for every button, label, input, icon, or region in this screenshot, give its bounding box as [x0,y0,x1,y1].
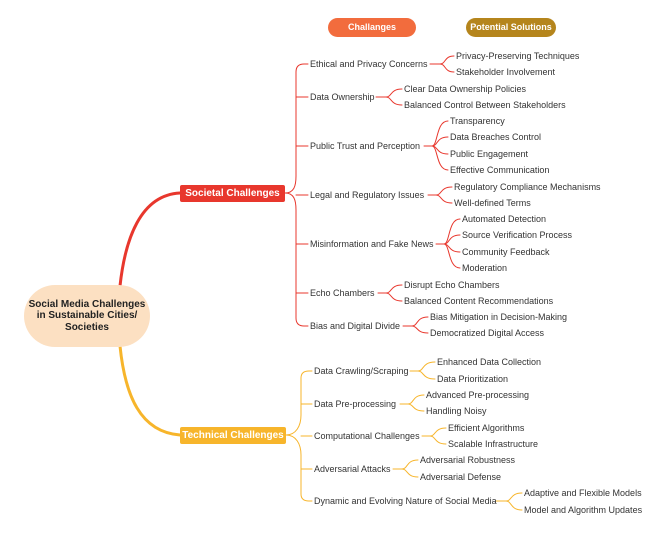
solution-adaptive-models[interactable]: Adaptive and Flexible Models [524,488,642,498]
solution-well-defined-terms[interactable]: Well-defined Terms [454,198,531,208]
connector-root-societal [118,191,182,288]
connector-preprocessing-leaf [407,394,425,405]
challenge-data-ownership[interactable]: Data Ownership [310,92,375,102]
connector-trust-leaf [431,120,449,147]
challenge-adversarial-attacks[interactable]: Adversarial Attacks [314,464,391,474]
branch-societal-challenges[interactable]: Societal Challenges [180,185,285,202]
legend-challenges: Challanges [328,18,416,37]
solution-adversarial-defense[interactable]: Adversarial Defense [420,472,502,482]
solution-automated-detection[interactable]: Automated Detection [462,214,547,224]
solution-advanced-preprocessing[interactable]: Advanced Pre-processing [426,390,530,400]
challenge-legal-regulatory[interactable]: Legal and Regulatory Issues [310,190,425,200]
solution-balanced-control[interactable]: Balanced Control Between Stakeholders [404,100,566,110]
solution-bias-mitigation[interactable]: Bias Mitigation in Decision-Making [430,312,568,322]
solution-effective-communication[interactable]: Effective Communication [450,165,550,175]
connector-technical-spine-down [285,434,313,502]
solution-clear-ownership-policies[interactable]: Clear Data Ownership Policies [404,84,527,94]
connector-societal-spine-down [284,192,309,327]
connector-computational-leaf [429,435,447,445]
connector-root-technical [118,344,182,437]
solution-source-verification[interactable]: Source Verification Process [462,230,573,240]
solution-scalable-infrastructure[interactable]: Scalable Infrastructure [448,439,539,449]
solution-balanced-recommendations[interactable]: Balanced Content Recommendations [404,296,554,306]
connector-ethical-leaf [439,63,455,73]
challenge-data-preprocessing[interactable]: Data Pre-processing [314,399,397,409]
challenge-public-trust[interactable]: Public Trust and Perception [310,141,421,151]
solution-public-engagement[interactable]: Public Engagement [450,149,529,159]
challenge-echo-chambers[interactable]: Echo Chambers [310,288,375,298]
connector-technical-spine-up [285,370,313,436]
connector-misinfo-leaf [443,218,461,245]
root-node-label: Social Media Challenges in Sustainable C… [28,298,146,333]
legend-potential-solutions: Potential Solutions [466,18,556,37]
connector-ethical-leaf [439,55,455,65]
connector-trust-leaf [431,145,449,171]
solution-adversarial-robustness[interactable]: Adversarial Robustness [420,455,516,465]
solution-privacy-preserving[interactable]: Privacy-Preserving Techniques [456,51,580,61]
connector-misinfo-leaf [443,243,461,269]
connector-ownership-leaf [385,96,403,106]
connector-dynamic-leaf [505,492,523,502]
connector-adversarial-leaf [401,459,419,470]
solution-moderation[interactable]: Moderation [462,263,508,273]
connector-legal-leaf [435,194,453,204]
solution-regulatory-compliance[interactable]: Regulatory Compliance Mechanisms [454,182,601,192]
solution-disrupt-echo-chambers[interactable]: Disrupt Echo Chambers [404,280,500,290]
connector-echo-leaf [385,284,403,294]
connector-trust-leaf [431,145,449,155]
challenge-ethical-privacy[interactable]: Ethical and Privacy Concerns [310,59,428,69]
challenge-dynamic-nature[interactable]: Dynamic and Evolving Nature of Social Me… [314,496,497,506]
connector-crawling-leaf [417,370,436,380]
connector-bias-leaf [411,316,429,327]
challenge-bias-digital-divide[interactable]: Bias and Digital Divide [310,321,401,331]
solution-democratized-access[interactable]: Democratized Digital Access [430,328,545,338]
branch-technical-challenges[interactable]: Technical Challenges [180,427,286,444]
challenge-data-crawling[interactable]: Data Crawling/Scraping [314,366,409,376]
solution-stakeholder-involvement[interactable]: Stakeholder Involvement [456,67,556,77]
connector-bias-leaf [411,325,429,334]
connector-preprocessing-leaf [407,403,425,412]
solution-data-prioritization[interactable]: Data Prioritization [437,374,509,384]
solution-data-breaches-control[interactable]: Data Breaches Control [450,132,542,142]
solution-efficient-algorithms[interactable]: Efficient Algorithms [448,423,525,433]
solution-handling-noisy[interactable]: Handling Noisy [426,406,487,416]
root-node[interactable]: Social Media Challenges in Sustainable C… [24,285,150,347]
connector-crawling-leaf [417,361,436,372]
connector-ownership-leaf [385,88,403,98]
connector-echo-leaf [385,292,403,302]
solution-community-feedback[interactable]: Community Feedback [462,247,550,257]
connector-societal-spine-up [284,63,309,194]
connector-trust-leaf [431,136,449,147]
challenge-misinformation[interactable]: Misinformation and Fake News [310,239,434,249]
connector-misinfo-leaf [443,234,461,245]
connector-legal-leaf [435,186,453,196]
solution-transparency[interactable]: Transparency [450,116,505,126]
connector-dynamic-leaf [505,500,523,511]
connector-misinfo-leaf [443,243,461,253]
connector-adversarial-leaf [401,468,419,478]
solution-enhanced-data-collection[interactable]: Enhanced Data Collection [437,357,542,367]
solution-model-updates[interactable]: Model and Algorithm Updates [524,505,643,515]
connector-computational-leaf [429,427,447,437]
challenge-computational[interactable]: Computational Challenges [314,431,420,441]
